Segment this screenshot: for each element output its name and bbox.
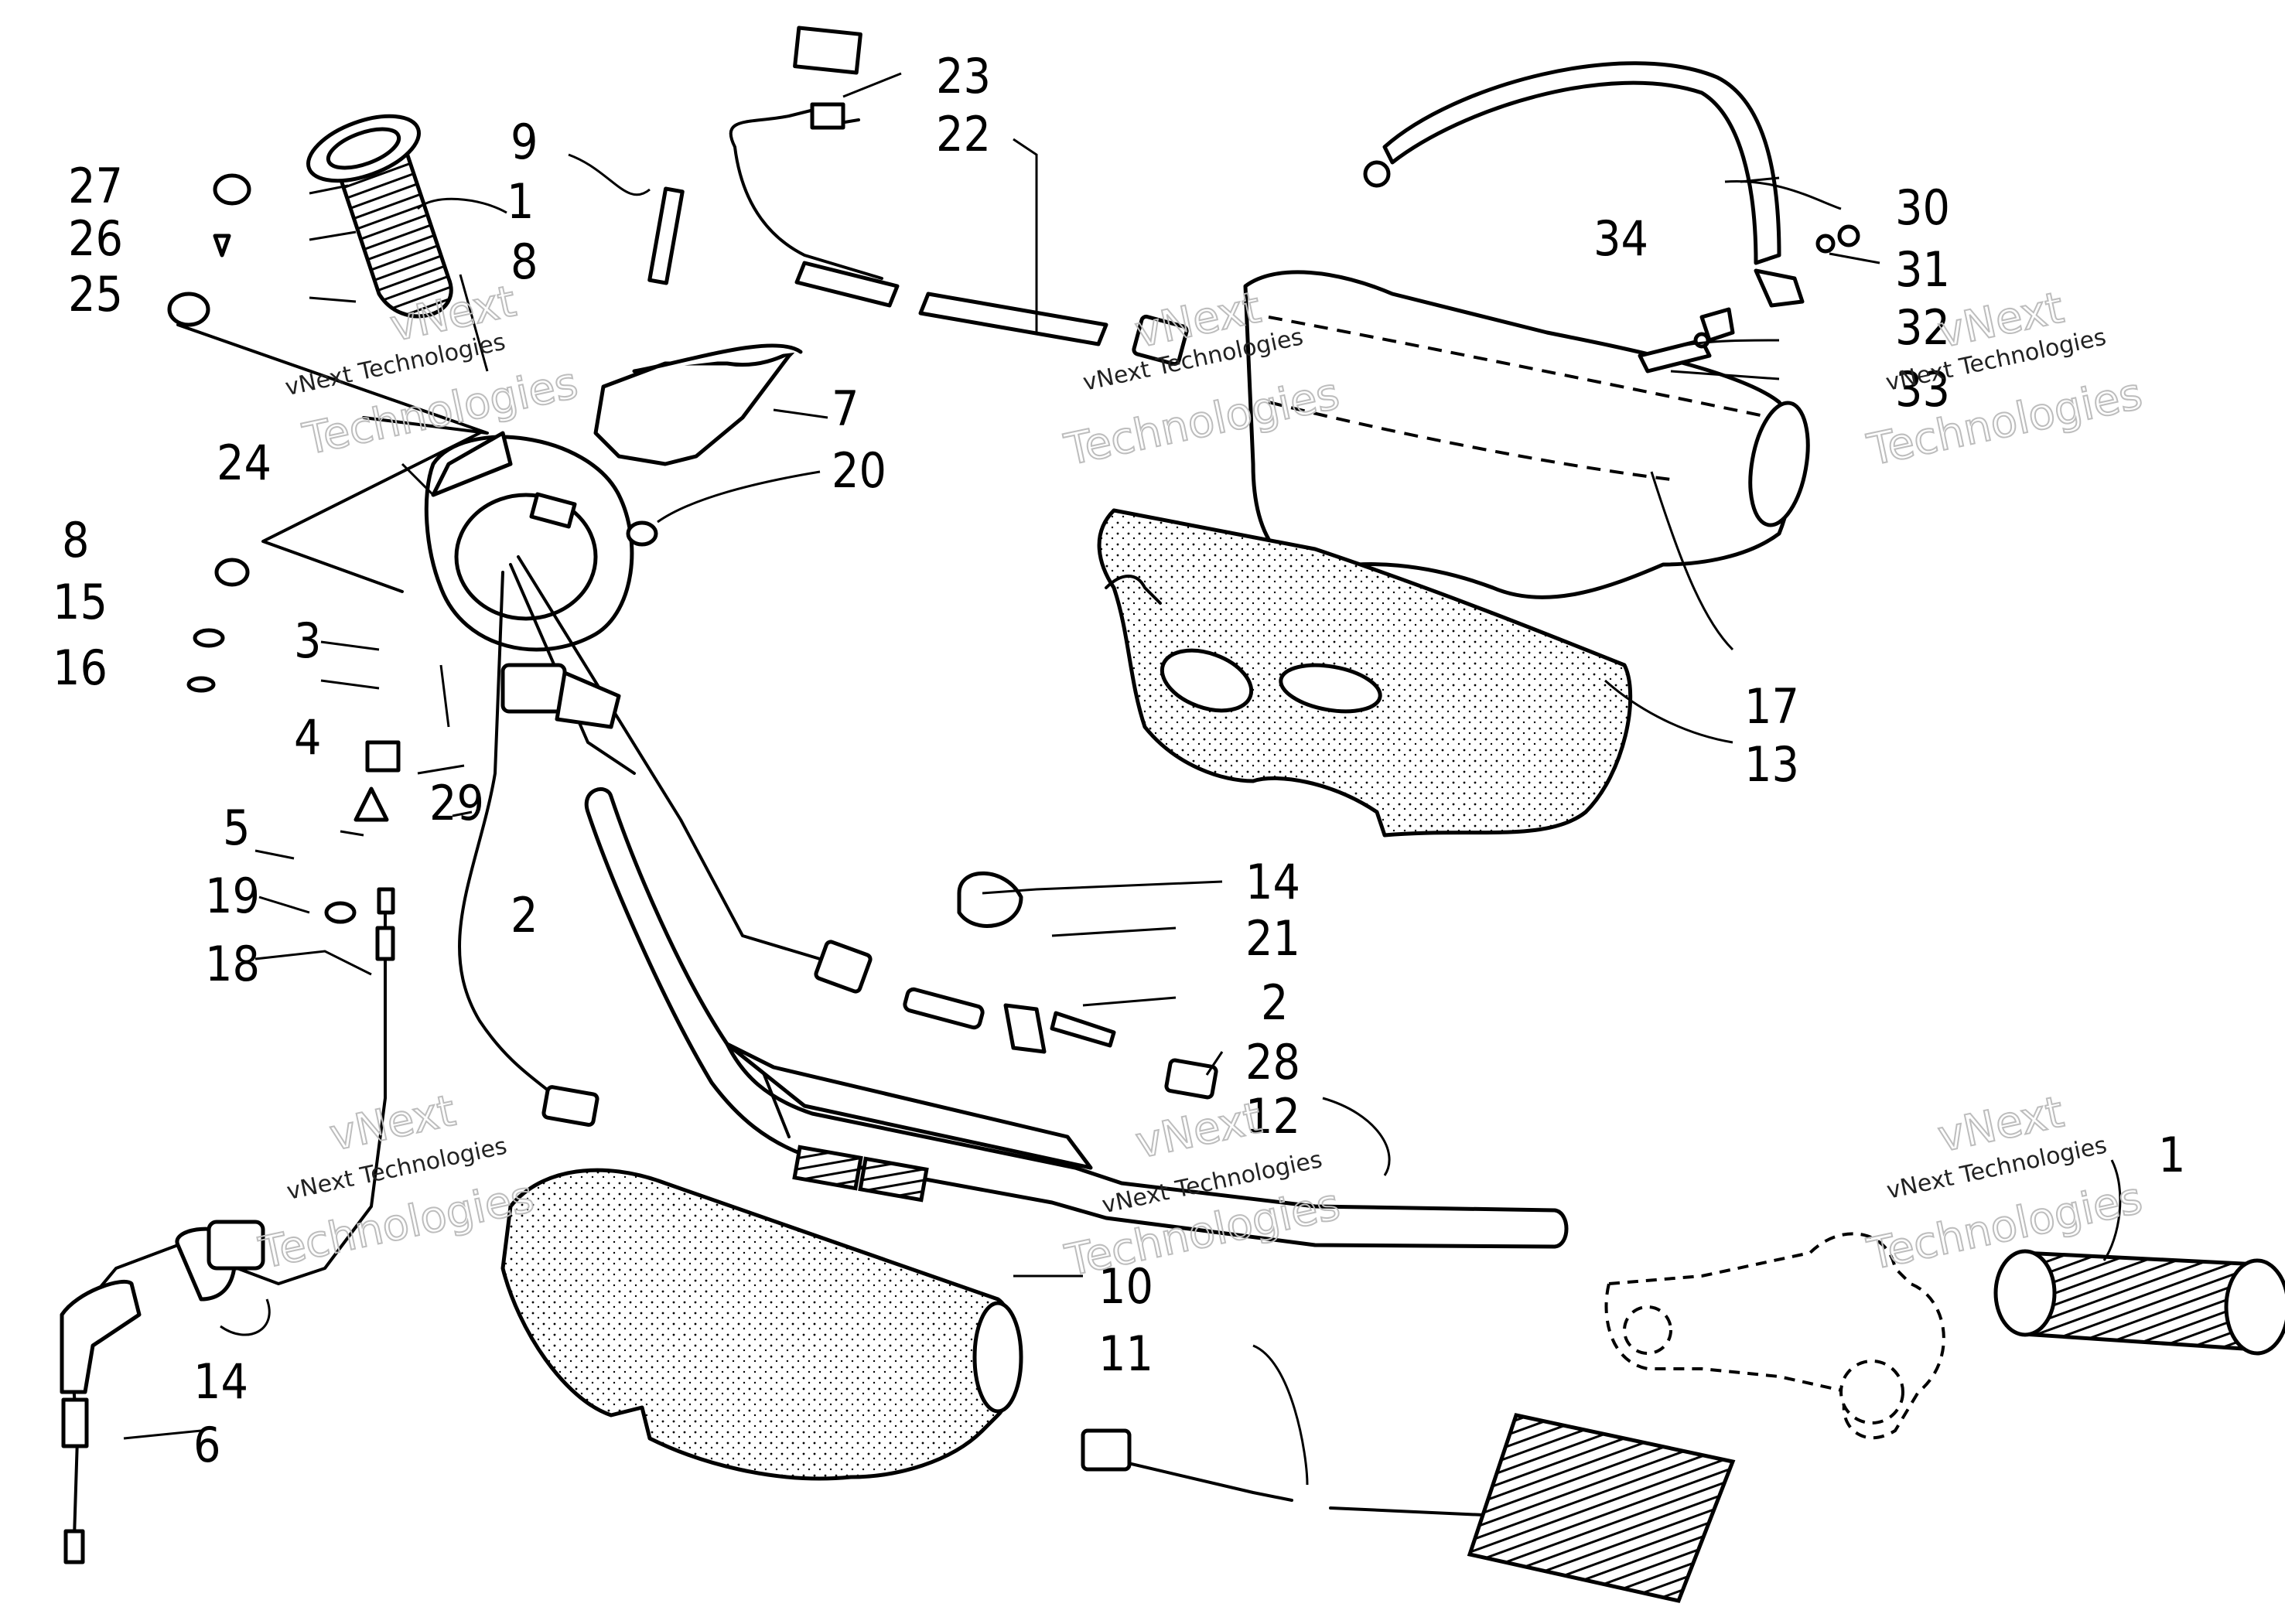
callout-27: 27 [68,158,123,214]
callout-7: 7 [832,380,859,437]
left-grip [306,114,453,319]
callout-19: 19 [205,868,260,924]
watermark-outline-top: vNext [1132,1093,1266,1169]
callout-1-top: 1 [507,173,534,230]
watermark-4: vNext Technologies vNext Technologies [254,1085,538,1280]
callout-8-lower: 8 [62,512,89,568]
right-grip [1993,1249,2285,1356]
hardware [167,173,1860,1271]
callout-13: 13 [1744,736,1799,793]
watermark-1: vNext Technologies vNext Technologies [283,275,583,466]
callout-9: 9 [511,114,538,170]
watermark-3: vNext Technologies vNext Technologies [1863,282,2147,477]
callout-31: 31 [1895,241,1950,298]
callout-34: 34 [1593,210,1648,267]
callout-1-right: 1 [2158,1127,2185,1183]
callout-32: 32 [1895,299,1950,356]
watermark-6: vNext Technologies vNext Technologies [1863,1087,2147,1281]
callout-12: 12 [1245,1088,1300,1145]
callout-28: 28 [1245,1034,1300,1090]
callout-33: 33 [1895,361,1950,418]
callout-14-lower: 14 [193,1353,248,1410]
leader-lines [123,72,2122,1486]
callout-22: 22 [936,106,991,162]
heater-wire-22 [729,26,1189,367]
callout-labels: 27 26 25 1 9 8 24 8 15 16 3 4 29 5 2 19 … [53,48,2185,1473]
heater-element-11 [1081,1413,1736,1603]
callout-23: 23 [936,48,991,104]
callout-24: 24 [217,435,272,491]
callout-11: 11 [1098,1325,1153,1382]
callout-26: 26 [68,210,123,267]
callout-2-left: 2 [511,887,538,943]
callout-17: 17 [1744,678,1799,735]
callout-6: 6 [193,1417,220,1473]
ground-cable-30 [1363,61,1805,308]
throttle-housing-hidden [1604,1232,1945,1440]
handlebar-pad-10 [500,1168,1023,1481]
callout-29: 29 [429,775,484,831]
callout-21: 21 [1245,910,1300,967]
callout-3: 3 [294,612,321,669]
callout-2-right: 2 [1261,974,1288,1031]
callout-16: 16 [53,640,108,696]
callout-30: 30 [1895,179,1950,236]
callout-10: 10 [1098,1258,1153,1315]
callout-8-upper: 8 [511,234,538,290]
handlebar [584,787,1569,1249]
callout-18: 18 [205,936,260,992]
switch-housing [424,343,803,652]
callout-25: 25 [68,266,123,322]
hand-guard-13 [1097,508,1633,838]
callout-5: 5 [223,800,250,856]
callout-4: 4 [294,709,321,766]
callout-15: 15 [53,574,108,630]
callout-14-upper: 14 [1245,854,1300,910]
callout-20: 20 [832,442,886,499]
harness [458,555,1218,1127]
